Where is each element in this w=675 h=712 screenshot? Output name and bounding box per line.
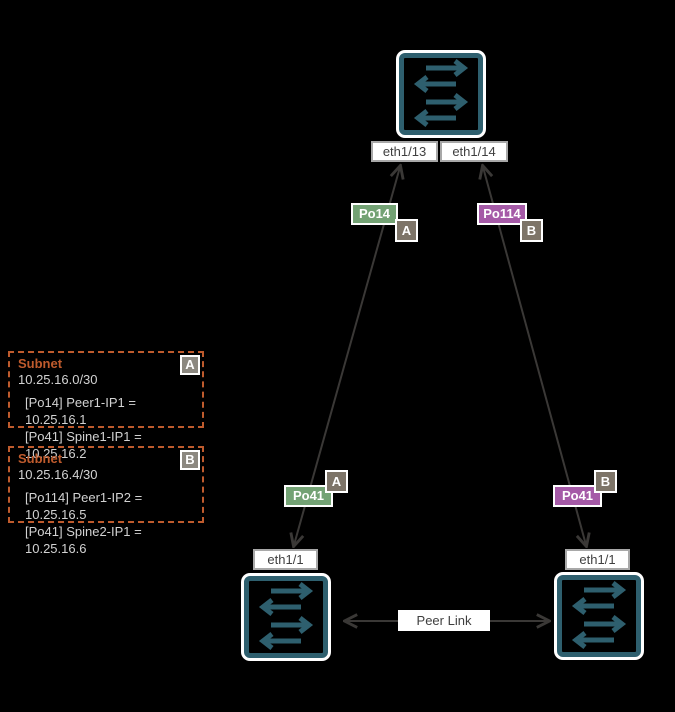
- zone-badge-b-leaf: B: [594, 470, 617, 493]
- subnet-entry: [Po114] Peer1-IP2 = 10.25.16.5: [25, 490, 143, 522]
- subnet-entry: [Po41] Spine1-IP1 = 10.25.16.2: [25, 429, 142, 461]
- switch-icon: [571, 581, 627, 649]
- subnet-title: Subnet: [18, 356, 63, 371]
- port-label-leaf-right-eth1-1: eth1/1: [565, 549, 630, 570]
- link-spine-to-leaf-right: [483, 167, 586, 545]
- zone-badge-a-subnet: A: [180, 355, 200, 375]
- subnet-cidr: 10.25.16.0/30: [18, 372, 98, 387]
- switch-icon: [413, 59, 469, 127]
- switch-icon: [258, 582, 314, 650]
- port-label-spine-eth1-14: eth1/14: [440, 141, 508, 162]
- port-channel-po14-badge: Po14: [351, 203, 398, 225]
- subnet-entry: [Po41] Spine2-IP1 = 10.25.16.6: [25, 524, 142, 556]
- subnet-entry: [Po14] Peer1-IP1 = 10.25.16.1: [25, 395, 136, 427]
- port-channel-po41-right-badge: Po41: [553, 485, 602, 507]
- subnet-cidr: 10.25.16.4/30: [18, 467, 98, 482]
- zone-badge-a-leaf: A: [325, 470, 348, 493]
- port-channel-po114-badge: Po114: [477, 203, 527, 225]
- zone-badge-b-subnet: B: [180, 450, 200, 470]
- zone-badge-a-spine: A: [395, 219, 418, 242]
- port-label-spine-eth1-13: eth1/13: [371, 141, 438, 162]
- subnet-callout-a: Subnet 10.25.16.0/30 [Po14] Peer1-IP1 = …: [8, 351, 204, 461]
- subnet-callout-b: Subnet 10.25.16.4/30 [Po114] Peer1-IP2 =…: [8, 446, 204, 556]
- zone-badge-b-spine: B: [520, 219, 543, 242]
- spine-switch-node: [399, 53, 483, 135]
- subnet-title: Subnet: [18, 451, 63, 466]
- link-spine-to-leaf-left: [294, 167, 400, 545]
- peer-link-label: Peer Link: [398, 610, 490, 631]
- port-label-leaf-left-eth1-1: eth1/1: [253, 549, 318, 570]
- port-channel-po41-left-badge: Po41: [284, 485, 333, 507]
- leaf-left-switch-node: [244, 576, 328, 658]
- leaf-right-switch-node: [557, 575, 641, 657]
